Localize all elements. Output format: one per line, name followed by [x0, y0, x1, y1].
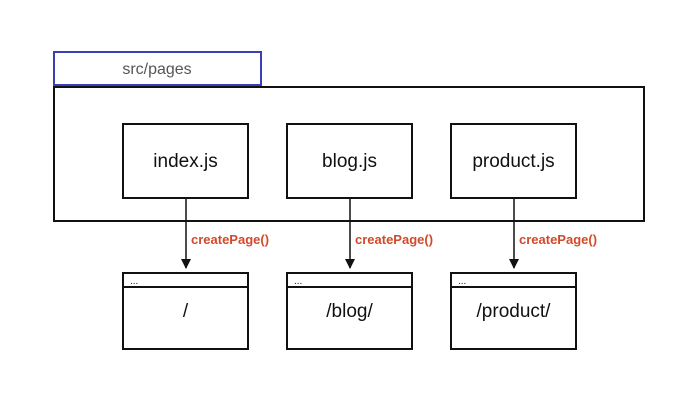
window-titlebar-dots: ...: [458, 276, 466, 287]
page-window-product: ... /product/: [450, 272, 577, 350]
page-route: /product/: [477, 301, 552, 322]
file-node-index: index.js: [122, 123, 249, 199]
file-box: [286, 123, 413, 199]
page-window-root: ... /: [122, 272, 249, 350]
window-frame: [122, 272, 249, 350]
page-route: /: [183, 301, 189, 322]
edge-label: createPage(): [355, 232, 433, 247]
file-node-blog: blog.js: [286, 123, 413, 199]
window-titlebar-dots: ...: [130, 276, 138, 287]
page-window-blog: ... /blog/: [286, 272, 413, 350]
file-node-product: product.js: [450, 123, 577, 199]
file-name: index.js: [153, 151, 217, 172]
page-route: /blog/: [326, 301, 373, 322]
folder-container: [53, 86, 645, 222]
file-name: blog.js: [322, 151, 377, 172]
window-frame: [286, 272, 413, 350]
folder-label: src/pages: [122, 61, 191, 78]
window-frame: [450, 272, 577, 350]
file-box: [122, 123, 249, 199]
edge-label: createPage(): [191, 232, 269, 247]
file-box: [450, 123, 577, 199]
edge-label: createPage(): [519, 232, 597, 247]
window-titlebar-dots: ...: [294, 276, 302, 287]
file-name: product.js: [472, 151, 554, 172]
folder-tab: [53, 51, 262, 86]
